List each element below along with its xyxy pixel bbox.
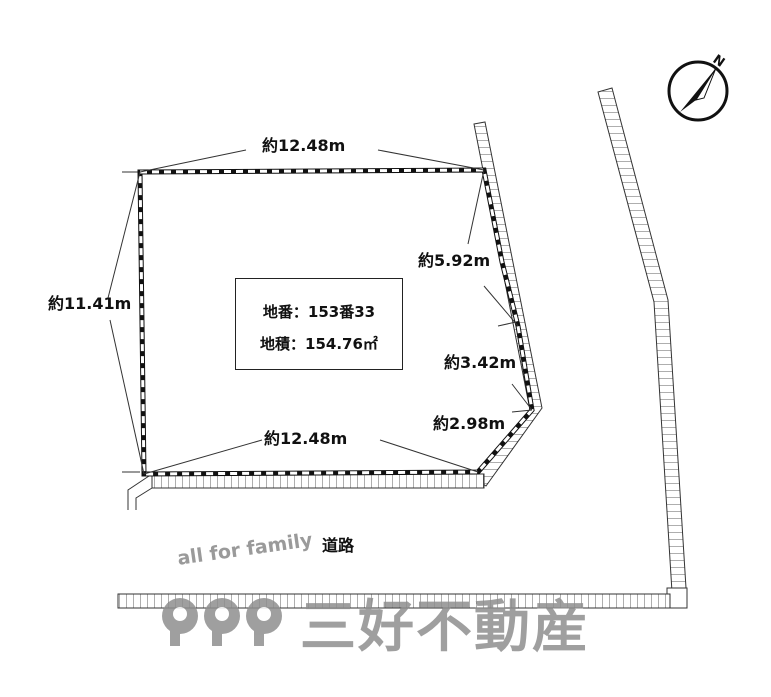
lot-boundary	[137, 167, 535, 477]
lot-number: 地番：153番33	[262, 303, 376, 321]
dimension-right-middle: 約3.42m	[444, 353, 517, 372]
dimension-right-upper: 約5.92m	[418, 251, 491, 270]
road-label: 道路	[322, 536, 355, 555]
dimension-top: 約12.48m	[262, 136, 346, 155]
north-arrow-icon	[667, 60, 729, 122]
dimension-right-corner: 約2.98m	[433, 414, 506, 433]
south-block-wall	[127, 473, 485, 510]
far-right-wall	[597, 87, 688, 609]
lot-area: 地積：154.76㎡	[260, 335, 378, 353]
lot-info-box: 地番：153番33 地積：154.76㎡	[235, 278, 403, 370]
dimension-left: 約11.41m	[48, 294, 132, 313]
dimension-bottom: 約12.48m	[264, 429, 348, 448]
company-logo-icon	[162, 598, 282, 646]
logo-company-name: 三好不動産	[300, 595, 590, 660]
dimension-leaders	[107, 149, 533, 475]
